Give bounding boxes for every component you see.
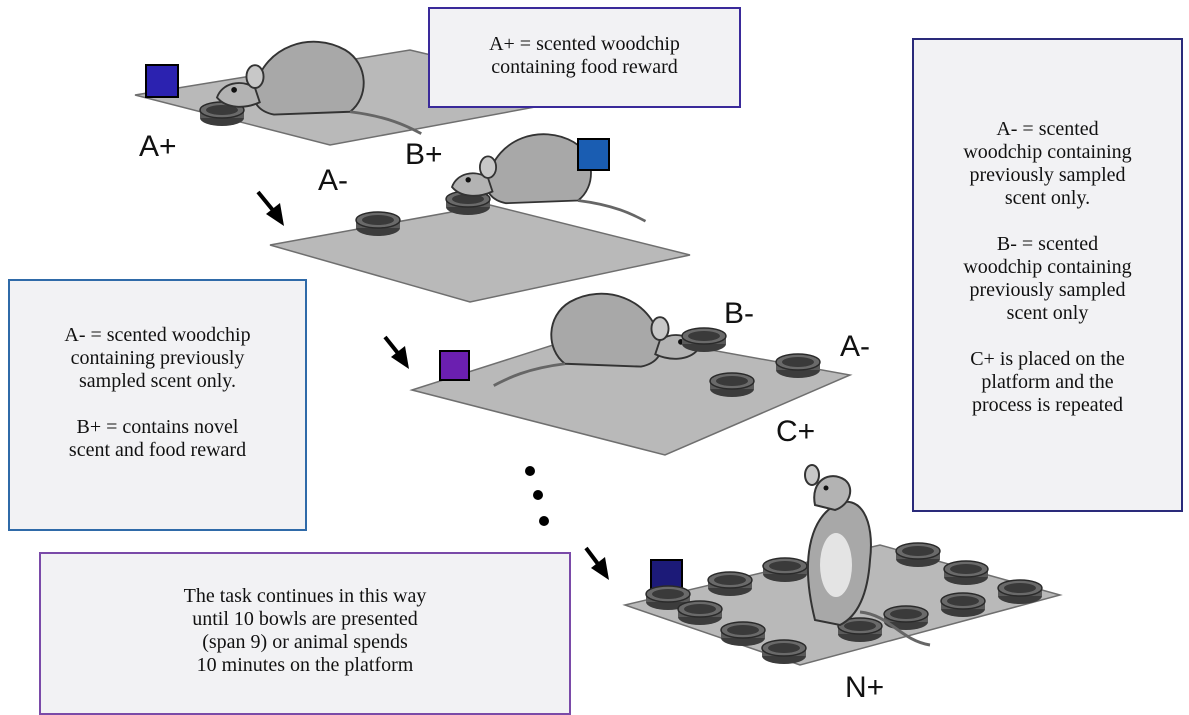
right-c-plus-text: C+ is placed on the platform and the pro… <box>970 348 1125 416</box>
task-continuation-box: The task continues in this way until 10 … <box>39 552 571 715</box>
left-legend-box: A- = scented woodchip containing previou… <box>8 279 307 531</box>
rat-4 <box>804 464 931 647</box>
bowl <box>677 600 723 626</box>
arrow-3 <box>584 546 609 580</box>
bowl <box>943 560 989 586</box>
label-b-minus: B- <box>724 297 754 330</box>
bowl-a-minus <box>355 211 401 237</box>
bowl <box>762 557 808 583</box>
bowl <box>997 579 1043 605</box>
cue-square-3 <box>439 350 470 381</box>
platform-2 <box>269 204 691 303</box>
label-c-plus: C+ <box>776 415 815 448</box>
stage-2: A- B+ <box>269 132 691 303</box>
a-plus-definition-box: A+ = scented woodchip containing food re… <box>428 7 741 108</box>
label-a-plus: A+ <box>139 130 177 163</box>
label-n-plus: N+ <box>845 671 884 704</box>
bowl <box>761 639 807 665</box>
cue-square-2 <box>577 138 610 171</box>
continuation-dots <box>525 466 549 526</box>
a-plus-definition-text: A+ = scented woodchip containing food re… <box>489 33 680 78</box>
platform-3 <box>409 329 853 456</box>
bowl-a-minus-3 <box>775 353 821 379</box>
bowl <box>720 621 766 647</box>
task-continuation-text: The task continues in this way until 10 … <box>183 585 427 676</box>
left-a-minus-text: A- = scented woodchip containing previou… <box>64 324 251 392</box>
right-legend-box: A- = scented woodchip containing previou… <box>912 38 1183 512</box>
left-b-plus-text: B+ = contains novel scent and food rewar… <box>68 416 247 461</box>
right-b-minus-text: B- = scented woodchip containing previou… <box>963 233 1132 324</box>
arrow-2 <box>383 335 409 369</box>
label-a-minus-3: A- <box>840 330 870 363</box>
arrow-1 <box>256 190 284 226</box>
label-b-plus: B+ <box>405 138 443 171</box>
stage-4: N+ <box>622 464 1063 704</box>
label-a-minus-2: A- <box>318 164 348 197</box>
bowl-c-plus <box>709 372 755 398</box>
bowl <box>895 542 941 568</box>
bowl-b-minus <box>681 327 727 353</box>
bowl <box>940 592 986 618</box>
cue-square-1 <box>145 64 179 98</box>
stage-3: B- A- C+ <box>409 292 870 456</box>
right-a-minus-text: A- = scented woodchip containing previou… <box>963 118 1132 209</box>
bowl <box>707 571 753 597</box>
